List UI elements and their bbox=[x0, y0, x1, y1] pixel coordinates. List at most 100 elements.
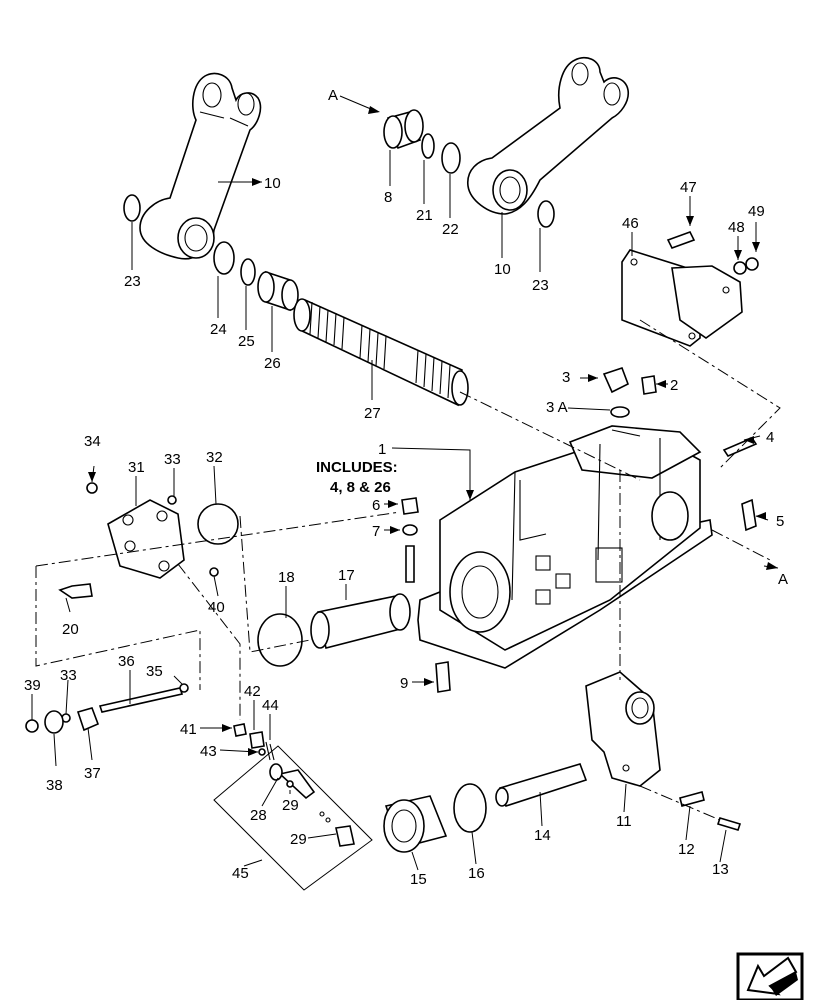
label-1: 1 bbox=[378, 441, 386, 458]
spool-36 bbox=[98, 687, 184, 713]
ring-25 bbox=[240, 258, 256, 286]
part-labels: A A 1 INCLUDES: 4, 8 & 26 2 3 3 A 4 5 6 … bbox=[24, 87, 788, 888]
label-29-bottom: 29 bbox=[290, 831, 307, 848]
nut-39 bbox=[25, 719, 39, 733]
center-line-pin bbox=[639, 785, 721, 821]
pin-14 bbox=[498, 763, 588, 808]
stud-4 bbox=[722, 437, 758, 457]
label-33-bottom: 33 bbox=[60, 667, 77, 684]
label-8: 8 bbox=[384, 189, 392, 206]
left-lift-arm bbox=[139, 72, 262, 260]
label-29-top: 29 bbox=[282, 797, 299, 814]
retaining-ring-23-left bbox=[123, 194, 141, 222]
valve-body-31 bbox=[107, 499, 185, 579]
label-A-top: A bbox=[328, 87, 338, 104]
label-4: 4 bbox=[766, 429, 774, 446]
nut-6 bbox=[401, 497, 419, 515]
label-27: 27 bbox=[364, 405, 381, 422]
label-10-right: 10 bbox=[494, 261, 511, 278]
fitting-41 bbox=[233, 723, 247, 737]
pin-13 bbox=[716, 817, 742, 831]
right-lift-arm bbox=[467, 56, 630, 215]
bolt-47 bbox=[666, 231, 696, 249]
seal-22 bbox=[441, 142, 461, 174]
label-26: 26 bbox=[264, 355, 281, 372]
breather-plug-3 bbox=[602, 366, 630, 394]
label-24: 24 bbox=[210, 321, 227, 338]
label-49: 49 bbox=[748, 203, 765, 220]
nut-37 bbox=[76, 707, 100, 732]
leader-A-top bbox=[339, 95, 379, 113]
seal-16 bbox=[453, 783, 487, 833]
ball-43 bbox=[258, 748, 266, 756]
retaining-ring-23-right bbox=[537, 200, 555, 228]
o-ring-3a bbox=[610, 406, 630, 418]
bolt-9 bbox=[435, 661, 451, 693]
center-line-valve2 bbox=[177, 563, 241, 720]
bushing-26 bbox=[257, 270, 299, 312]
stud-7 bbox=[405, 545, 415, 583]
label-34: 34 bbox=[84, 433, 101, 450]
label-46: 46 bbox=[622, 215, 639, 232]
label-18: 18 bbox=[278, 569, 295, 586]
label-13: 13 bbox=[712, 861, 729, 878]
cylinder-17 bbox=[310, 593, 411, 649]
label-10-left: 10 bbox=[264, 175, 281, 192]
center-line-A bbox=[711, 529, 771, 561]
label-42: 42 bbox=[244, 683, 261, 700]
label-15: 15 bbox=[410, 871, 427, 888]
label-23-right: 23 bbox=[532, 277, 549, 294]
center-line-valve bbox=[35, 511, 401, 690]
center-line-cyl bbox=[239, 515, 311, 653]
label-16: 16 bbox=[468, 865, 485, 882]
o-ring-18 bbox=[257, 613, 303, 667]
center-line-shaft bbox=[459, 391, 641, 481]
label-32: 32 bbox=[206, 449, 223, 466]
control-arm-11 bbox=[585, 671, 661, 787]
ring-21 bbox=[421, 133, 435, 159]
seal-24 bbox=[213, 241, 235, 275]
nut-49 bbox=[745, 257, 759, 271]
fitting-2 bbox=[641, 375, 657, 395]
washer-7 bbox=[402, 524, 418, 536]
label-47: 47 bbox=[680, 179, 697, 196]
label-44: 44 bbox=[262, 697, 279, 714]
bushing-8 bbox=[383, 109, 424, 150]
label-35: 35 bbox=[146, 663, 163, 680]
label-41: 41 bbox=[180, 721, 197, 738]
label-37: 37 bbox=[84, 765, 101, 782]
label-38: 38 bbox=[46, 777, 63, 794]
splined-shaft-27 bbox=[293, 298, 469, 407]
label-20: 20 bbox=[62, 621, 79, 638]
previous-page-button[interactable] bbox=[736, 952, 804, 1000]
label-28: 28 bbox=[250, 807, 267, 824]
center-line-cover bbox=[639, 319, 781, 469]
label-31: 31 bbox=[128, 459, 145, 476]
bolt-20 bbox=[58, 583, 93, 599]
label-36: 36 bbox=[118, 653, 135, 670]
label-3a: 3 A bbox=[546, 399, 568, 416]
label-39: 39 bbox=[24, 677, 41, 694]
label-A-right: A bbox=[778, 571, 788, 588]
cover-plate-46 bbox=[621, 249, 743, 347]
label-2: 2 bbox=[670, 377, 678, 394]
label-7: 7 bbox=[372, 523, 380, 540]
plug-34 bbox=[86, 482, 98, 494]
o-ring-35 bbox=[179, 683, 189, 693]
plug-42 bbox=[249, 731, 265, 749]
label-25: 25 bbox=[238, 333, 255, 350]
label-includes-1: INCLUDES: bbox=[316, 459, 398, 476]
label-6: 6 bbox=[372, 497, 380, 514]
label-43: 43 bbox=[200, 743, 217, 760]
pin-14-end bbox=[495, 787, 509, 807]
o-ring-33-top bbox=[167, 495, 177, 505]
label-14: 14 bbox=[534, 827, 551, 844]
label-23-left: 23 bbox=[124, 273, 141, 290]
washer-48 bbox=[733, 261, 747, 275]
label-22: 22 bbox=[442, 221, 459, 238]
label-45: 45 bbox=[232, 865, 249, 882]
label-17: 17 bbox=[338, 567, 355, 584]
label-48: 48 bbox=[728, 219, 745, 236]
label-includes-2: 4, 8 & 26 bbox=[330, 479, 391, 496]
label-40: 40 bbox=[208, 599, 225, 616]
